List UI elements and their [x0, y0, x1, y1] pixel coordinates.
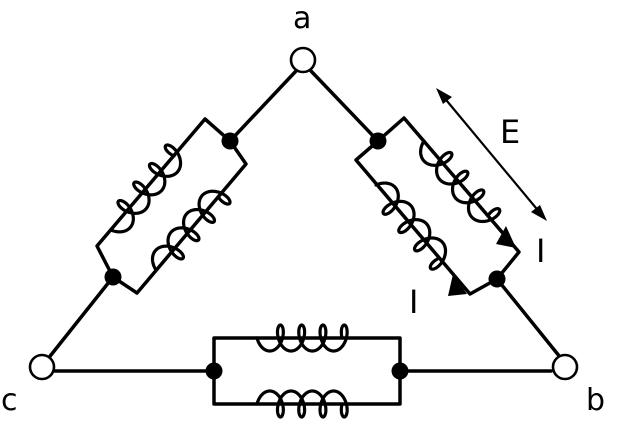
wire-a-to-right-upper-node	[309, 69, 380, 143]
current-label-upper: I	[536, 232, 545, 270]
left-frame-inner	[111, 139, 248, 295]
right-upper-junction	[369, 132, 387, 150]
right-frame-outer	[376, 116, 521, 281]
current-arrow-upper	[496, 226, 516, 248]
voltage-arrow-shaft	[441, 94, 542, 215]
wire-left-lower-node-to-c	[45, 275, 115, 362]
bottom-left-junction	[205, 362, 223, 380]
terminal-c-label: c	[1, 383, 18, 418]
current-label-lower: I	[409, 283, 418, 321]
voltage-arrow	[436, 88, 547, 221]
right-lower-junction	[488, 270, 506, 288]
left-inner-coil	[150, 189, 232, 272]
bottom-right-junction	[391, 362, 409, 380]
right-frame-inner	[354, 139, 499, 296]
terminal-a-label: a	[293, 1, 311, 36]
voltage-arrowhead-bottom	[531, 205, 547, 221]
wire-a-to-left-upper-node	[228, 69, 298, 143]
voltage-label: E	[500, 113, 520, 151]
branch-c-b	[53, 323, 553, 419]
terminal-c	[28, 353, 56, 381]
voltage-arrowhead-top	[436, 88, 452, 104]
terminal-b	[551, 353, 579, 381]
right-inner-coil	[374, 181, 448, 271]
left-outer-coil	[109, 143, 183, 234]
branch-a-b	[309, 69, 562, 359]
bottom-upper-coil	[255, 323, 349, 353]
bottom-lower-coil	[255, 389, 349, 419]
branch-a-c	[45, 69, 298, 362]
current-arrow-lower	[448, 274, 467, 296]
terminal-b-label: b	[586, 383, 605, 418]
terminal-a	[289, 46, 317, 74]
right-outer-coil	[419, 139, 502, 224]
left-lower-junction	[104, 268, 122, 286]
left-frame-outer	[95, 117, 232, 279]
left-upper-junction	[221, 132, 239, 150]
wire-right-lower-node-to-b	[495, 277, 562, 359]
